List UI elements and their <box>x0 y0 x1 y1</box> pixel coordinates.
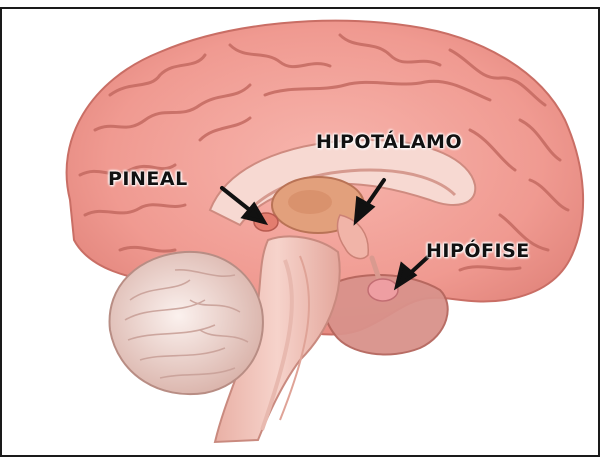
label-hipotalamo: HIPOTÁLAMO <box>316 131 462 153</box>
label-pineal: PINEAL <box>108 168 188 190</box>
label-hipofise: HIPÓFISE <box>426 240 530 262</box>
cerebellum <box>110 252 263 394</box>
pituitary-gland <box>368 279 398 301</box>
